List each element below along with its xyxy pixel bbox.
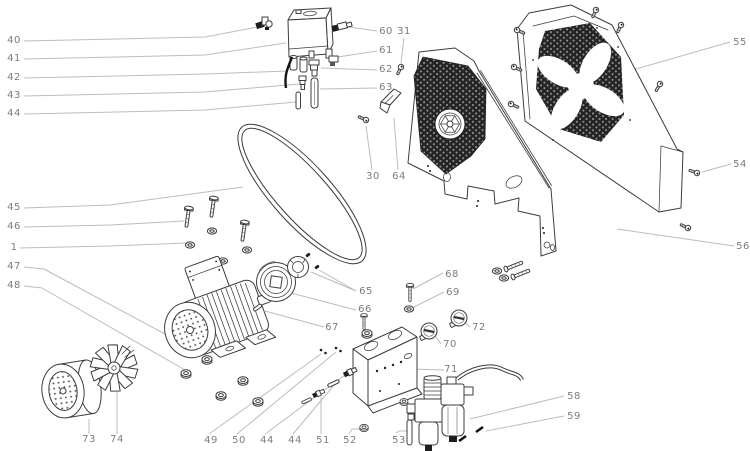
callout-53: 53 (392, 435, 406, 446)
fitting-60 (331, 21, 353, 32)
pulley-hub (287, 256, 309, 278)
angle-bracket-64 (379, 88, 402, 114)
elbow-fitting-40 (255, 16, 273, 30)
bracket-screw (360, 313, 368, 330)
callout-72: 72 (472, 322, 486, 333)
screw-30 (356, 113, 371, 125)
tube-63 (310, 77, 319, 109)
callout-44b: 44 (260, 435, 274, 446)
callout-40: 40 (7, 35, 21, 46)
motor-pulley (256, 261, 296, 302)
electric-motor (164, 255, 277, 359)
screws-59 (458, 425, 484, 443)
callout-50: 50 (232, 435, 246, 446)
callout-45: 45 (7, 202, 21, 213)
callout-58: 58 (567, 391, 581, 402)
screw-31 (394, 62, 406, 77)
callout-31: 31 (397, 26, 411, 37)
fitting-43 (298, 75, 307, 90)
screw-54 (687, 167, 701, 177)
callout-69: 69 (446, 287, 460, 298)
bracket-nut (361, 329, 373, 339)
callout-54: 54 (733, 159, 747, 170)
callout-44a: 44 (7, 108, 21, 119)
coupling-62 (308, 59, 320, 77)
v-belt (237, 123, 367, 265)
callout-42: 42 (7, 72, 21, 83)
fan-emblem (434, 108, 466, 140)
callout-68: 68 (445, 269, 459, 280)
callout-49: 49 (204, 435, 218, 446)
tube-53 (406, 419, 413, 446)
nut-52 (359, 423, 369, 433)
motor-foot-nuts (180, 355, 264, 407)
callout-44c: 44 (288, 435, 302, 446)
callout-46: 46 (7, 221, 21, 232)
callout-62: 62 (379, 64, 393, 75)
mounting-bracket (352, 326, 423, 414)
leader-lines (19, 25, 735, 435)
callout-66: 66 (358, 304, 372, 315)
callout-63: 63 (379, 82, 393, 93)
callout-43: 43 (7, 90, 21, 101)
callout-41: 41 (7, 53, 21, 64)
belt-guard-cover (516, 4, 684, 213)
callout-47: 47 (7, 261, 21, 272)
callout-51: 51 (316, 435, 330, 446)
set-screw-b (314, 264, 320, 270)
air-hose (455, 364, 524, 381)
fan-cutout (537, 42, 625, 130)
nut-below-bracket (399, 398, 409, 406)
callout-64: 64 (392, 171, 406, 182)
elbow-fitting-61 (325, 48, 339, 66)
motor-bolts (181, 195, 253, 265)
small-hardware (301, 346, 359, 405)
callout-30: 30 (366, 171, 380, 182)
callout-71: 71 (444, 364, 458, 375)
callout-65: 65 (359, 286, 373, 297)
callout-1: 1 (10, 242, 18, 253)
set-screw-a (305, 252, 311, 258)
callout-48: 48 (7, 280, 21, 291)
tube-44 (295, 91, 301, 110)
knob-72 (448, 308, 469, 329)
belt-guard-panel (407, 47, 557, 257)
filter-regulator (406, 375, 474, 451)
callout-74: 74 (110, 434, 124, 445)
washer-69 (403, 305, 415, 313)
callout-73: 73 (82, 434, 96, 445)
shaft-key (253, 303, 263, 312)
fan-wheel (87, 341, 141, 395)
callout-67: 67 (325, 322, 339, 333)
callout-52: 52 (343, 435, 357, 446)
callout-55: 55 (733, 37, 747, 48)
panel-bolts (491, 259, 532, 282)
callout-61: 61 (379, 45, 393, 56)
screw-68 (405, 283, 415, 302)
pressure-switch-wire (284, 56, 294, 89)
callout-60: 60 (379, 26, 393, 37)
pressure-switch (287, 7, 334, 73)
callout-59: 59 (567, 411, 581, 422)
knob-70 (418, 321, 439, 342)
callout-56: 56 (736, 241, 750, 252)
callout-70: 70 (443, 339, 457, 350)
